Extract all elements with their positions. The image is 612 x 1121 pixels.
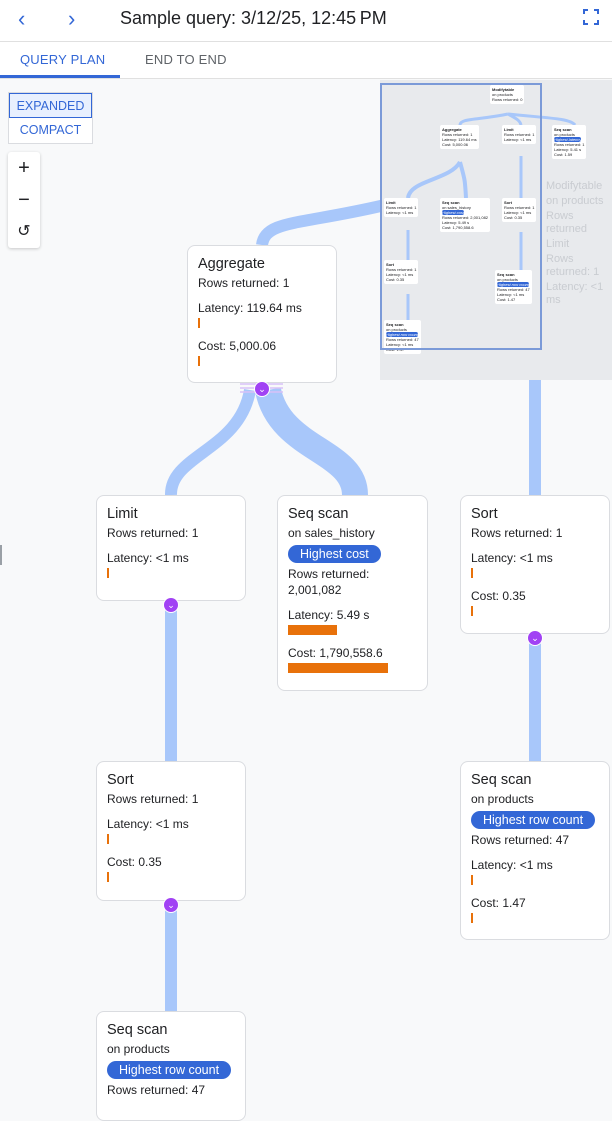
- latency-bar: [471, 568, 473, 578]
- cost-bar: [198, 356, 200, 366]
- node-sort-right[interactable]: Sort Rows returned: 1 Latency: <1 ms Cos…: [460, 495, 610, 634]
- latency: Latency: <1 ms: [471, 858, 553, 872]
- latency: Latency: <1 ms: [107, 551, 189, 565]
- node-title: Limit: [107, 506, 138, 522]
- latency-bar: [288, 625, 337, 635]
- node-title: Seq scan: [288, 506, 349, 522]
- node-title: Aggregate: [198, 256, 265, 272]
- rows-returned: Rows returned: 1: [107, 526, 199, 540]
- node-title: Seq scan: [471, 772, 532, 788]
- minimap-edges: [406, 112, 577, 320]
- latency: Latency: <1 ms: [471, 551, 553, 565]
- latency-bar: [471, 875, 473, 885]
- node-sort-left[interactable]: Sort Rows returned: 1 Latency: <1 ms Cos…: [96, 761, 246, 901]
- cost: Cost: 0.35: [107, 855, 162, 869]
- rows-returned: Rows returned: 47: [107, 1083, 206, 1097]
- rows-returned-value: 2,001,082: [288, 583, 342, 597]
- node-title: Seq scan: [107, 1022, 168, 1038]
- rows-returned: Rows returned: 1: [107, 792, 199, 806]
- view-mode-toggle: EXPANDED COMPACT: [8, 92, 93, 144]
- cost: Cost: 1,790,558.6: [288, 646, 383, 660]
- expand-chevron-icon[interactable]: ⌄: [527, 630, 543, 646]
- reset-zoom-button[interactable]: ↺: [17, 223, 31, 240]
- tab-bar: QUERY PLAN END TO END: [0, 42, 612, 79]
- table-name: on products: [107, 1042, 170, 1056]
- latency-bar: [107, 834, 109, 844]
- cost-bar: [288, 663, 388, 673]
- node-title: Sort: [471, 506, 498, 522]
- cost-bar: [107, 872, 109, 882]
- node-seq-scan-products-bottom[interactable]: Seq scan on products Highest row count R…: [96, 1011, 246, 1121]
- cost: Cost: 1.47: [471, 896, 526, 910]
- ghost-text: on products: [546, 195, 604, 207]
- latency: Latency: 5.49 s: [288, 608, 370, 622]
- expand-chevron-icon[interactable]: ⌄: [163, 597, 179, 613]
- scroll-handle[interactable]: [0, 545, 2, 565]
- tab-end-to-end[interactable]: END TO END: [145, 52, 227, 67]
- tab-query-plan[interactable]: QUERY PLAN: [20, 52, 106, 67]
- highest-cost-badge: Highest cost: [288, 545, 381, 563]
- rows-returned: Rows returned:: [288, 567, 370, 581]
- node-seq-scan-sales-history[interactable]: Seq scan on sales_history Highest cost R…: [277, 495, 428, 691]
- highest-row-count-badge: Highest row count: [107, 1061, 232, 1079]
- edge-aggregate-limit: [164, 388, 256, 496]
- latency: Latency: <1 ms: [107, 817, 189, 831]
- rows-returned: Rows returned: 1: [471, 526, 563, 540]
- expand-chevron-icon[interactable]: ⌄: [163, 897, 179, 913]
- node-limit[interactable]: Limit Rows returned: 1 Latency: <1 ms: [96, 495, 246, 601]
- cost: Cost: 0.35: [471, 589, 526, 603]
- compact-button[interactable]: COMPACT: [19, 123, 82, 137]
- ghost-text: Modifytable: [546, 180, 603, 192]
- latency-bar: [107, 568, 109, 578]
- minimap-viewport[interactable]: [380, 83, 542, 350]
- chevron-right-icon[interactable]: ›: [68, 6, 76, 31]
- fullscreen-icon[interactable]: [583, 9, 599, 25]
- expand-chevron-icon[interactable]: ⌄: [254, 381, 270, 397]
- node-aggregate[interactable]: Aggregate Rows returned: 1 Latency: 119.…: [187, 245, 337, 383]
- node-seq-scan-products-right[interactable]: Seq scan on products Highest row count R…: [460, 761, 610, 940]
- zoom-controls: + − ↺: [8, 152, 40, 248]
- highest-row-count-badge: Highest row count: [471, 811, 596, 829]
- ghost-text: Limit: [546, 238, 570, 250]
- edge-root-aggregate: [256, 199, 387, 247]
- rows-returned: Rows returned: 47: [471, 833, 570, 847]
- cost-bar: [471, 606, 473, 616]
- zoom-out-button[interactable]: −: [18, 189, 30, 211]
- background-node-text: Modifytable on products Rows returned Li…: [546, 180, 610, 309]
- table-name: on sales_history: [288, 526, 375, 540]
- ghost-text: Latency: <1 ms: [546, 281, 604, 306]
- edge-aggregate-seqscan: [255, 386, 368, 497]
- cost-bar: [471, 913, 473, 923]
- node-title: Sort: [107, 772, 134, 788]
- table-name: on products: [471, 792, 534, 806]
- cost: Cost: 5,000.06: [198, 339, 277, 353]
- latency-bar: [198, 318, 200, 328]
- latency: Latency: 119.64 ms: [198, 301, 302, 315]
- ghost-text: Rows returned: [546, 210, 587, 235]
- header: ‹ › Sample query: 3/12/25, 12:45 PM: [0, 0, 612, 42]
- zoom-in-button[interactable]: +: [18, 157, 30, 179]
- rows-returned: Rows returned: 1: [198, 276, 290, 290]
- expanded-button[interactable]: EXPANDED: [9, 93, 92, 118]
- active-tab-indicator: [0, 75, 120, 78]
- ghost-text: Rows returned: 1: [546, 253, 600, 278]
- page-title: Sample query: 3/12/25, 12:45 PM: [120, 8, 387, 28]
- chevron-left-icon[interactable]: ‹: [18, 6, 26, 31]
